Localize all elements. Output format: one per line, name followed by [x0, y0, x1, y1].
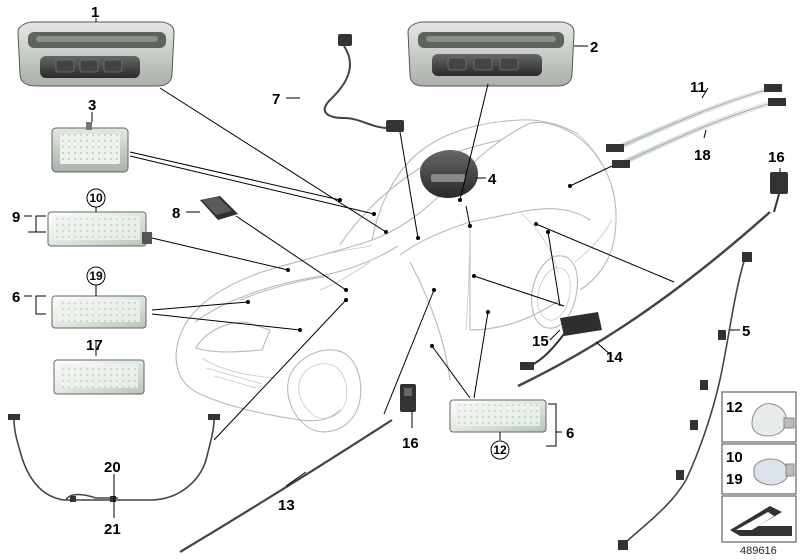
callout-12: 12 — [493, 443, 507, 457]
callouts: 1 2 3 4 5 6 6 7 8 9 11 13 14 15 16 16 17… — [12, 4, 785, 538]
interior-light-6-right — [449, 399, 547, 433]
callout-1: 1 — [91, 4, 99, 21]
callout-7: 7 — [272, 91, 280, 108]
callout-16-top: 16 — [768, 149, 785, 166]
callout-10: 10 — [89, 191, 103, 205]
interior-light-9 — [47, 211, 152, 247]
callout-20: 20 — [104, 459, 121, 476]
legend-12: 12 — [726, 399, 743, 416]
sensor-8 — [200, 196, 238, 220]
callout-5: 5 — [742, 323, 750, 340]
light-strip-13 — [179, 419, 393, 553]
legend: 12 10 19 — [721, 391, 797, 543]
module-15 — [520, 312, 602, 370]
light-strip-14 — [517, 211, 771, 388]
callout-17: 17 — [86, 337, 103, 354]
arrow-icon — [730, 506, 792, 536]
ambient-module-4 — [420, 150, 478, 198]
wiring-5 — [618, 252, 752, 550]
callout-9: 9 — [12, 209, 20, 226]
diagram-id: 489616 — [740, 545, 777, 557]
callout-8: 8 — [172, 205, 180, 222]
bulb-icon — [751, 403, 795, 437]
callout-15: 15 — [532, 333, 549, 350]
callout-18: 18 — [694, 147, 711, 164]
wiring-harness-20-21 — [8, 414, 220, 502]
roof-console-rear — [407, 21, 575, 87]
connector-16-bottom — [400, 384, 416, 412]
light-rods-11-18 — [606, 83, 786, 168]
callout-3: 3 — [88, 97, 96, 114]
leader-lines — [24, 18, 781, 518]
legend-19: 19 — [726, 471, 743, 488]
wiring-7 — [323, 34, 404, 132]
interior-light-6 — [51, 295, 147, 329]
callout-19: 19 — [89, 269, 103, 283]
roof-console-front — [17, 21, 175, 87]
interior-light-17 — [53, 359, 145, 395]
festoon-bulb-icon — [753, 458, 795, 486]
callout-11: 11 — [690, 79, 706, 96]
interior-light-3 — [51, 122, 129, 173]
callout-16-bottom: 16 — [402, 435, 419, 452]
connector-16-top — [770, 172, 788, 213]
callout-13: 13 — [278, 497, 295, 514]
callout-2: 2 — [590, 39, 598, 56]
callout-21: 21 — [104, 521, 121, 538]
callout-14: 14 — [606, 349, 623, 366]
car-outline — [175, 119, 617, 433]
legend-10: 10 — [726, 449, 743, 466]
callout-4: 4 — [488, 171, 497, 188]
callout-6-left: 6 — [12, 289, 20, 306]
callout-6-right: 6 — [566, 425, 574, 442]
